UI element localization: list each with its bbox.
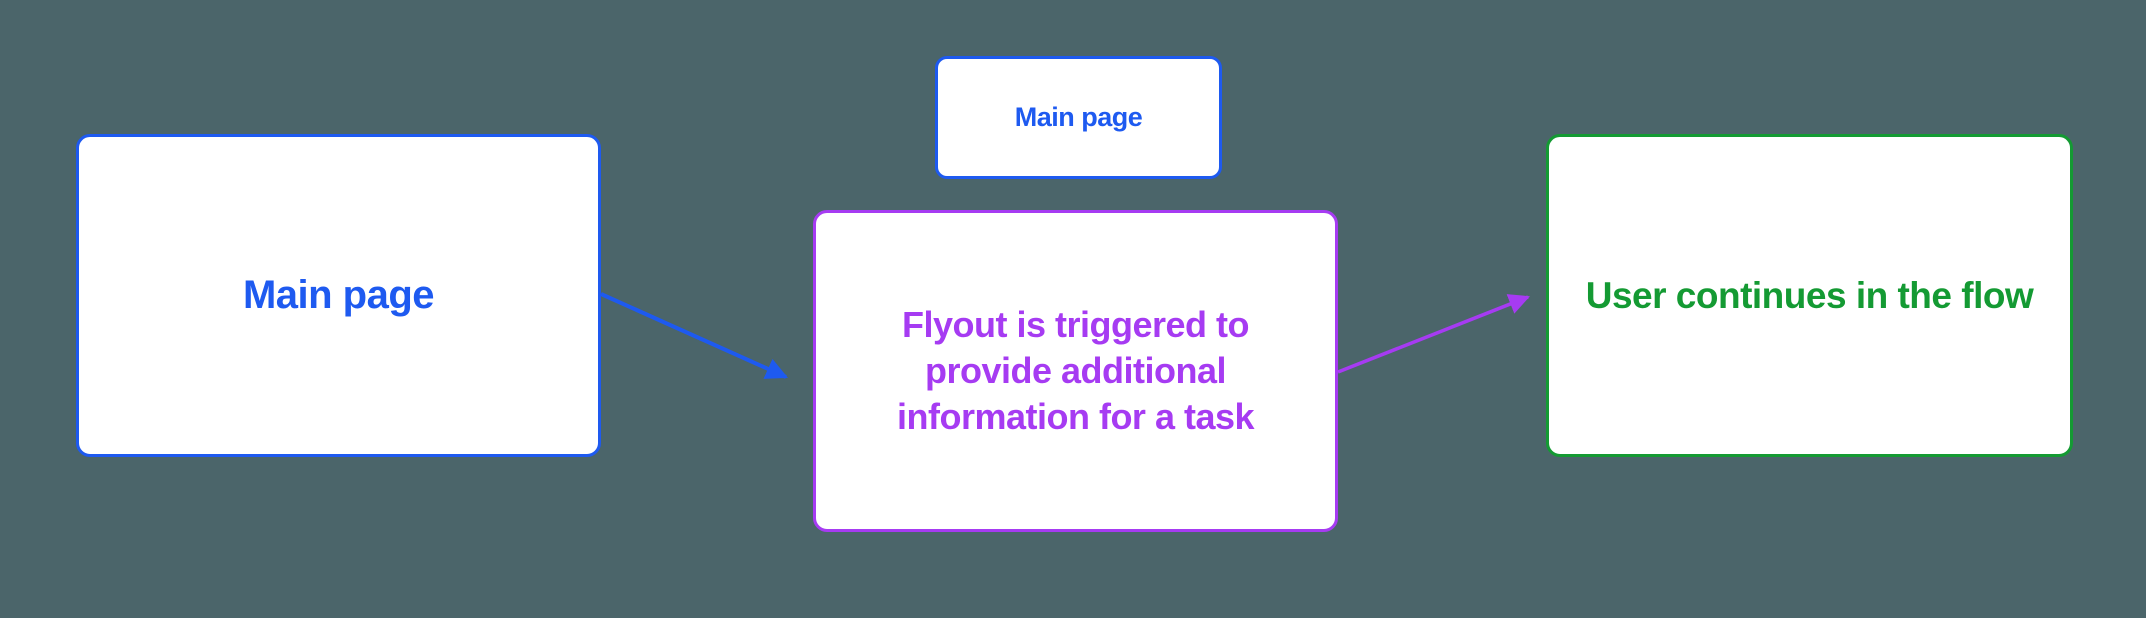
connector-flyout-to-continue-arrow[interactable] [1337, 294, 1530, 374]
node-flyout[interactable]: Flyout is triggered to provide additiona… [813, 210, 1338, 532]
node-continue-label: User continues in the flow [1585, 274, 2034, 316]
connector-main-to-flyout-arrow[interactable] [600, 292, 789, 379]
node-main-page-small[interactable]: Main page [935, 56, 1222, 179]
node-main-page-large-label: Main page [242, 273, 435, 317]
node-main-page-large[interactable]: Main page [76, 134, 601, 457]
node-main-page-small-label: Main page [1014, 102, 1143, 132]
node-flyout-label: Flyout is triggered to provide additiona… [896, 304, 1255, 437]
node-continue[interactable]: User continues in the flow [1546, 134, 2073, 457]
